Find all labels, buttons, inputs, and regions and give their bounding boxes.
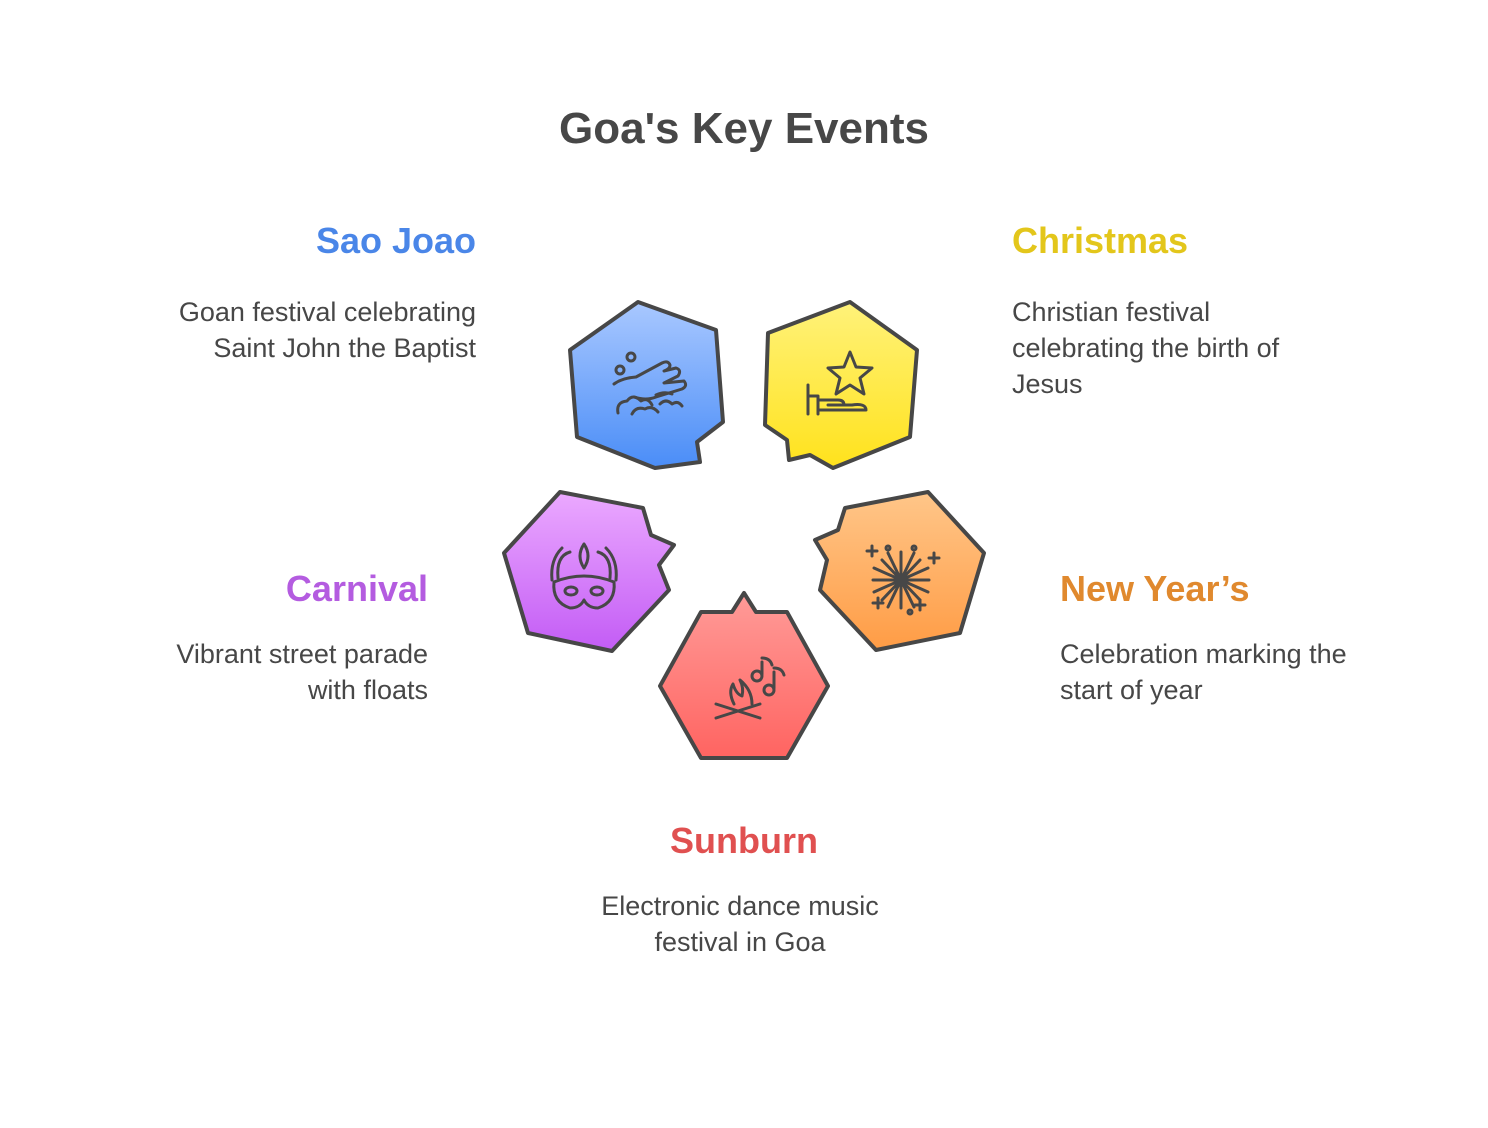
campfire-music-icon bbox=[714, 656, 786, 720]
splash-hand-icon bbox=[612, 351, 688, 416]
new-years-hexagon bbox=[813, 490, 986, 652]
sunburn-hexagon bbox=[658, 591, 830, 760]
carnival-description: Vibrant street parade with floats bbox=[176, 639, 428, 705]
christmas-hexagon bbox=[763, 300, 919, 470]
carnival-hexagon bbox=[502, 490, 676, 653]
star-hand-icon bbox=[806, 350, 874, 416]
new-years-label: New Year’s bbox=[1060, 568, 1250, 609]
christmas-label: Christmas bbox=[1012, 220, 1189, 261]
christmas-description: Christian festival celebrating the birth… bbox=[1012, 297, 1280, 399]
carnival-mask-icon bbox=[550, 542, 618, 610]
sao-joao-label: Sao Joao bbox=[315, 220, 476, 261]
diagram-title: Goa's Key Events bbox=[559, 104, 929, 153]
sunburn-label: Sunburn bbox=[670, 820, 818, 861]
carnival-label: Carnival bbox=[285, 568, 428, 609]
new-years-description: Celebration marking the start of year bbox=[1060, 639, 1347, 705]
sao-joao-hexagon bbox=[568, 300, 725, 470]
fireworks-icon bbox=[865, 544, 941, 616]
sunburn-description: Electronic dance music festival in Goa bbox=[601, 891, 879, 957]
sao-joao-description: Goan festival celebrating Saint John the… bbox=[178, 297, 476, 363]
